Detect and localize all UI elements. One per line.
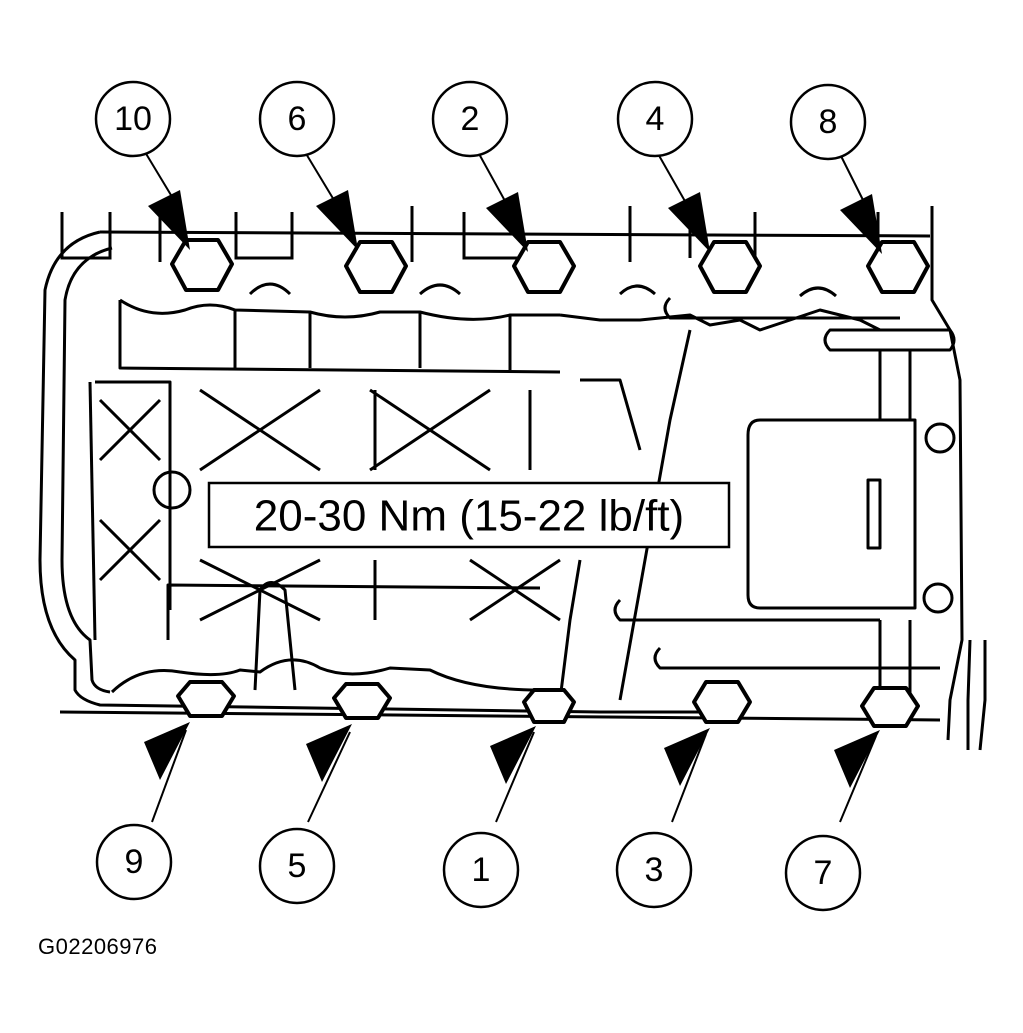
bolt-head xyxy=(692,680,752,724)
bolt-head xyxy=(866,240,930,294)
callout-bolt-10: 10 xyxy=(94,80,172,158)
callout-bolt-8: 8 xyxy=(789,83,867,161)
callout-bolt-7: 7 xyxy=(784,834,862,912)
bolt-head xyxy=(860,686,920,728)
bolt-head xyxy=(332,682,392,720)
bottom-bolts xyxy=(176,680,920,728)
bolt-head xyxy=(522,688,576,724)
callout-label: 5 xyxy=(288,847,307,885)
bottom-callouts: 9 5 1 3 7 xyxy=(95,823,862,912)
callout-label: 10 xyxy=(114,100,152,138)
bolt-head xyxy=(170,238,234,292)
bolt-head xyxy=(512,240,576,294)
callout-bolt-2: 2 xyxy=(431,80,509,158)
callout-bolt-3: 3 xyxy=(615,831,693,909)
callout-label: 2 xyxy=(461,100,480,138)
torque-spec-text: 20-30 Nm (15-22 lb/ft) xyxy=(254,492,684,541)
callout-label: 3 xyxy=(645,851,664,889)
callout-bolt-1: 1 xyxy=(442,831,520,909)
callout-label: 7 xyxy=(814,854,833,892)
callout-bolt-6: 6 xyxy=(258,80,336,158)
figure-id: G02206976 xyxy=(38,934,158,959)
top-callouts: 10 6 2 4 8 xyxy=(94,80,867,161)
torque-spec-label: 20-30 Nm (15-22 lb/ft) xyxy=(207,481,731,549)
top-bolts xyxy=(170,238,930,294)
callout-label: 6 xyxy=(288,100,307,138)
bolt-head xyxy=(344,240,408,294)
callout-bolt-5: 5 xyxy=(258,827,336,905)
callout-label: 4 xyxy=(646,100,665,138)
callout-label: 1 xyxy=(472,851,491,889)
bottom-leader-arrows xyxy=(144,722,880,823)
callout-label: 8 xyxy=(819,103,838,141)
top-leader-arrows xyxy=(144,151,882,254)
bolt-head xyxy=(698,240,762,294)
callout-bolt-9: 9 xyxy=(95,823,173,901)
oil-pan-body xyxy=(38,230,956,722)
bolt-head xyxy=(176,680,236,718)
callout-bolt-4: 4 xyxy=(616,80,694,158)
callout-label: 9 xyxy=(125,843,144,881)
